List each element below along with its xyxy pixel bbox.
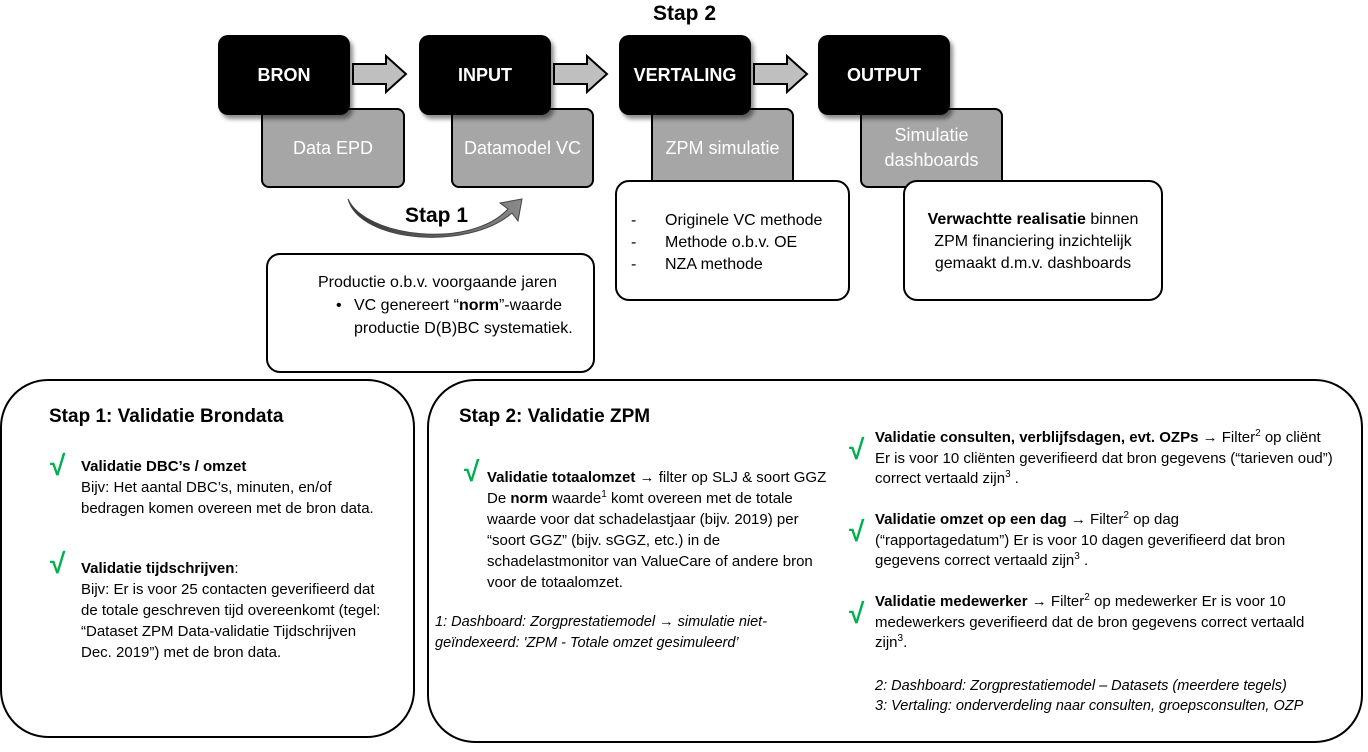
method-item: NZA methode: [617, 254, 842, 276]
panel1-item-head: Validatie tijdschrijven: [81, 560, 235, 577]
footnote-2: 2: Dashboard: Zorgprestatiemodel – Datas…: [875, 678, 1287, 694]
production-bullet-pre: VC genereert “: [354, 297, 459, 314]
output-box-text: binnen ZPM financiering inzichtelijk gem…: [934, 211, 1139, 272]
methods-box: Originele VC methode Methode o.b.v. OE N…: [615, 180, 850, 301]
panel-stap1: [0, 379, 415, 738]
check-icon: √: [849, 516, 865, 547]
consulten-body: Er is voor 10 cliënten geverifieerd dat …: [875, 449, 1333, 488]
output-box-bold: Verwachtte realisatie: [927, 211, 1086, 228]
flow-arrow-2: [553, 54, 609, 94]
stage-output-detail: Simulatie dashboards: [860, 108, 1003, 188]
panel1-item-head: Validatie DBC’s / omzet: [81, 458, 247, 475]
footnote-ref: 2: [1255, 428, 1261, 439]
stage-output: OUTPUT: [818, 35, 950, 115]
step1-title: Stap 1: [405, 204, 469, 227]
stage-vertaling-detail: ZPM simulatie: [651, 108, 794, 188]
panel2-title: Stap 2: Validatie ZPM: [459, 406, 651, 427]
consulten-arrow: → Filter: [1198, 429, 1256, 446]
panel1-item-body: Bijv: Het aantal DBC’s, minuten, en/of b…: [81, 479, 374, 517]
totaalomzet-mid: waarde: [547, 490, 602, 507]
panel-stap2: [427, 379, 1363, 743]
production-bullet-post: ”-waarde productie D(B)BC systematiek.: [354, 297, 573, 337]
totaalomzet-head: Validatie totaalomzet: [487, 469, 636, 486]
totaalomzet-bold: norm: [510, 490, 548, 507]
footnote-3: 3: Vertaling: onderverdeling naar consul…: [875, 698, 1304, 714]
panel1-title: Stap 1: Validatie Brondata: [49, 406, 284, 427]
omzet-dag-body: (“rapportagedatum”) Er is voor 10 dagen …: [875, 531, 1286, 570]
consulten-end: .: [1010, 470, 1019, 487]
curved-arrow-icon: [347, 198, 523, 238]
omzet-dag-filter: op dag: [1128, 511, 1179, 528]
step2-title: Stap 2: [653, 2, 717, 25]
consulten-head: Validatie consulten, verblijfsdagen, evt…: [875, 429, 1199, 446]
flow-arrow-1: [352, 54, 408, 94]
stage-input: INPUT: [419, 35, 551, 115]
medewerker-end: .: [903, 634, 908, 651]
footnote-ref: 2: [1123, 510, 1129, 521]
production-line: Productie o.b.v. voorgaande jaren: [318, 274, 557, 291]
footnote-1: 1: Dashboard: Zorgprestatiemodel → simul…: [435, 614, 768, 651]
totaalomzet-body: komt overeen met de totale waarde voor d…: [487, 490, 813, 591]
stage-bron: BRON: [218, 35, 350, 115]
footnote-ref: 2: [1084, 592, 1090, 603]
check-icon: √: [464, 456, 480, 487]
check-icon: √: [849, 434, 865, 465]
footnote-ref: 1: [601, 489, 607, 500]
omzet-dag-head: Validatie omzet op een dag: [875, 511, 1067, 528]
production-bullet: • VC genereert “norm”-waarde productie D…: [336, 297, 573, 337]
production-box: Productie o.b.v. voorgaande jaren • VC g…: [266, 253, 595, 373]
omzet-dag-item: Validatie omzet op een dag → Filter2 op …: [875, 510, 1325, 572]
medewerker-body: Er is voor 10 medewerkers geverifieerd d…: [875, 593, 1305, 651]
method-item: Originele VC methode: [617, 210, 842, 232]
medewerker-head: Validatie medewerker: [875, 593, 1028, 610]
totaalomzet-item: Validatie totaalomzet → filter op SLJ & …: [487, 467, 837, 593]
check-icon: √: [50, 450, 66, 481]
check-icon: √: [849, 598, 865, 629]
omzet-dag-arrow: → Filter: [1066, 511, 1124, 528]
omzet-dag-end: .: [1079, 552, 1089, 569]
stage-input-detail: Datamodel VC: [451, 108, 594, 188]
consulten-filter: op cliënt: [1260, 429, 1321, 446]
method-item: Methode o.b.v. OE: [617, 232, 842, 254]
totaalomzet-pre: De: [487, 490, 511, 507]
stage-vertaling: VERTALING: [619, 35, 751, 115]
output-box: Verwachtte realisatie binnen ZPM financi…: [903, 180, 1163, 301]
medewerker-filter: op medewerker: [1089, 593, 1198, 610]
panel1-item-body: Bijv: Er is voor 25 contacten geverifiee…: [81, 581, 381, 661]
medewerker-arrow: → Filter: [1027, 593, 1085, 610]
production-bullet-bold: norm: [458, 297, 499, 314]
flow-arrow-3: [753, 54, 809, 94]
consulten-item: Validatie consulten, verblijfsdagen, evt…: [875, 428, 1345, 490]
totaalomzet-filter: → filter op SLJ & soort GGZ: [635, 469, 827, 486]
stage-bron-detail: Data EPD: [261, 108, 405, 188]
check-icon: √: [50, 548, 66, 579]
footnote-ref: 3: [1005, 469, 1011, 480]
panel1-item: Validatie tijdschrijven: Bijv: Er is voo…: [81, 558, 391, 663]
footnote-ref: 3: [897, 633, 904, 644]
medewerker-item: Validatie medewerker → Filter2 op medewe…: [875, 592, 1337, 654]
panel1-item: Validatie DBC’s / omzet Bijv: Het aantal…: [81, 456, 381, 519]
footnote-ref: 3: [1074, 551, 1080, 562]
panel1-item-suffix: :: [234, 560, 239, 577]
